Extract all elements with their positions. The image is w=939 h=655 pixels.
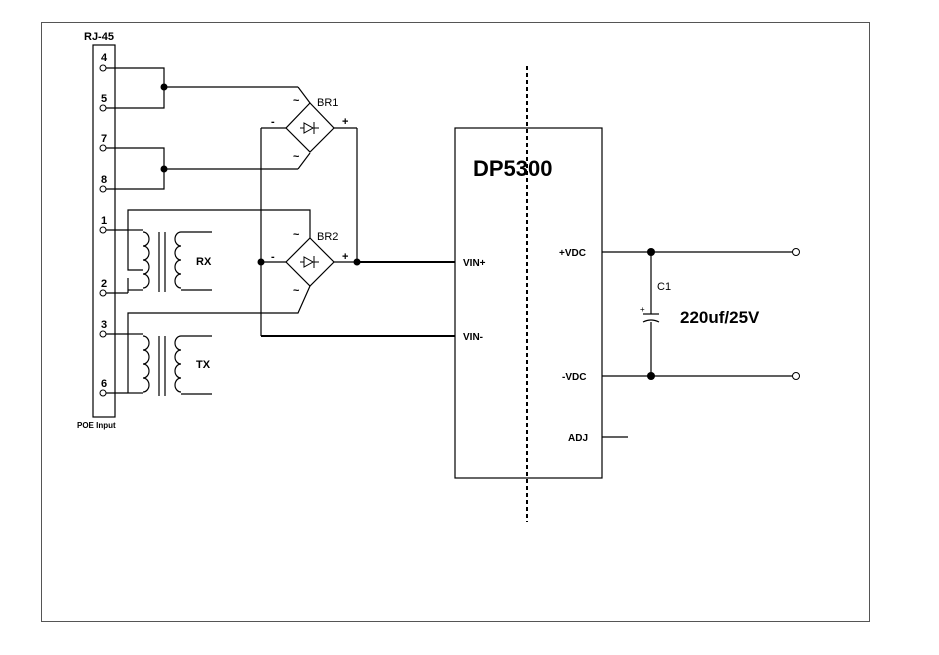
br2-plus: +: [342, 251, 348, 263]
rx-secondary-coil: [174, 231, 182, 289]
junction-dot: [353, 258, 361, 266]
pin-7-terminal: [99, 144, 107, 152]
c1-value: 220uf/25V: [680, 308, 760, 327]
pin-4-terminal: [99, 64, 107, 72]
c1-polarity: +: [640, 305, 645, 314]
c1-label: C1: [657, 281, 671, 293]
c1-plate-bottom: [642, 319, 660, 323]
schematic-frame: [41, 22, 870, 622]
junction-dot: [160, 83, 168, 91]
pin-3-terminal: [99, 330, 107, 338]
vin-minus-label: VIN-: [463, 332, 483, 343]
vdc-minus-label: -VDC: [562, 372, 586, 383]
pin-label: 4: [101, 52, 108, 64]
pin-label: 7: [101, 133, 107, 145]
tx-label: TX: [196, 359, 211, 371]
junction-dot: [160, 165, 168, 173]
tx-secondary-coil: [174, 335, 182, 393]
connector-title: RJ-45: [84, 31, 114, 43]
pin-6-terminal: [99, 389, 107, 397]
br2-minus: -: [271, 251, 275, 263]
br1-ac-top: ~: [293, 95, 300, 107]
br1-plus: +: [342, 116, 348, 128]
br1-diode-icon: [303, 122, 315, 134]
pin-5-terminal: [99, 104, 107, 112]
br1-label: BR1: [317, 97, 338, 109]
pin-label: 8: [101, 174, 107, 186]
adj-label: ADJ: [568, 433, 588, 444]
br2-diode-icon: [303, 256, 315, 268]
junction-dot: [257, 258, 265, 266]
module-title: DP5300: [473, 156, 553, 181]
pin-label: 5: [101, 93, 107, 105]
rx-label: RX: [196, 256, 212, 268]
br1-minus: -: [271, 116, 275, 128]
pin-1-terminal: [99, 226, 107, 234]
connector-footer: POE Input: [77, 421, 116, 430]
br1-bridge: [285, 102, 335, 153]
vdc-plus-label: +VDC: [559, 248, 586, 259]
br2-label: BR2: [317, 231, 338, 243]
vdc-plus-terminal: [792, 248, 800, 256]
pin-label: 3: [101, 319, 107, 331]
pin-2-terminal: [99, 289, 107, 297]
br1-ac-bottom: ~: [293, 151, 300, 163]
vin-plus-label: VIN+: [463, 258, 486, 269]
pin-8-terminal: [99, 185, 107, 193]
junction-dot: [647, 248, 655, 256]
rx-primary-coil: [142, 231, 150, 289]
vdc-minus-terminal: [792, 372, 800, 380]
pin-label: 1: [101, 215, 107, 227]
br2-ac-bottom: ~: [293, 285, 300, 297]
tx-primary-coil: [142, 335, 150, 393]
br2-ac-top: ~: [293, 229, 300, 241]
pin-label: 6: [101, 378, 107, 390]
br2-bridge: [285, 237, 335, 287]
rj45-connector: [92, 44, 116, 418]
dp5300-module: [454, 127, 603, 479]
pin-label: 2: [101, 278, 107, 290]
junction-dot: [647, 372, 655, 380]
